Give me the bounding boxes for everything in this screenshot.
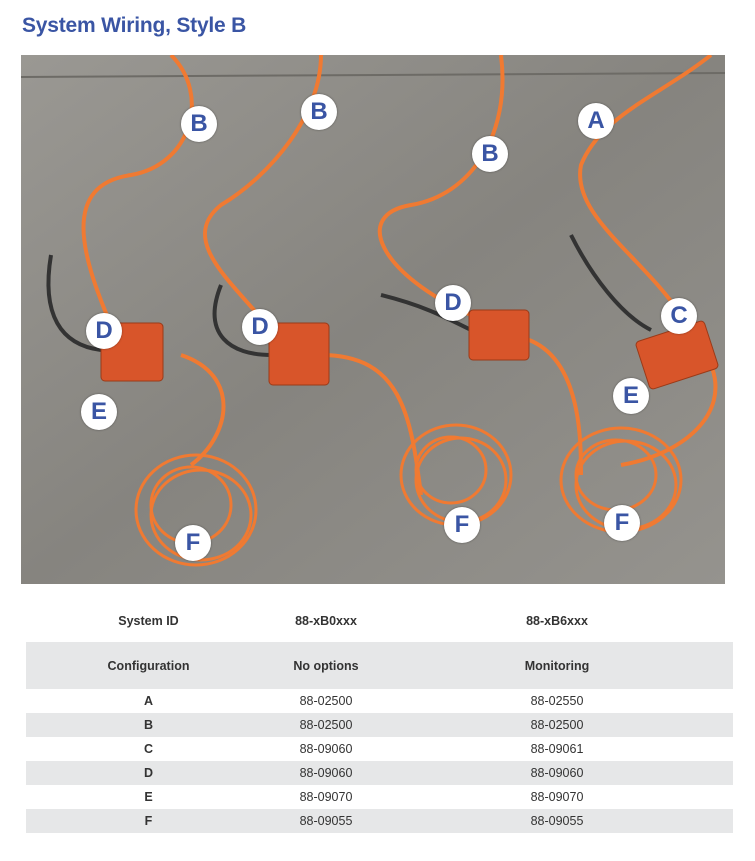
parts-table: System ID 88-xB0xxx 88-xB6xxx Configurat… xyxy=(26,600,733,833)
configuration-label: Configuration xyxy=(26,642,271,689)
callout-c: C xyxy=(661,298,697,334)
part-monitoring: 88-02500 xyxy=(381,713,733,737)
callout-b: B xyxy=(472,136,508,172)
callout-e: E xyxy=(613,378,649,414)
part-no-options: 88-02500 xyxy=(299,694,353,708)
table-row: B 88-02500 88-02500 xyxy=(26,713,733,737)
part-no-options: 88-09070 xyxy=(299,790,353,804)
system-id-b0: 88-xB0xxx xyxy=(295,614,357,628)
part-monitoring: 88-09061 xyxy=(530,742,584,756)
system-id-label: System ID xyxy=(118,614,179,628)
table-row: E 88-09070 88-09070 xyxy=(26,785,733,809)
table-row: C 88-09060 88-09061 xyxy=(26,737,733,761)
part-monitoring: 88-09070 xyxy=(530,790,584,804)
callout-b: B xyxy=(181,106,217,142)
page-title: System Wiring, Style B xyxy=(22,14,247,37)
part-letter: A xyxy=(143,694,154,708)
callout-b: B xyxy=(301,94,337,130)
system-id-b6: 88-xB6xxx xyxy=(526,614,588,628)
callout-e: E xyxy=(81,394,117,430)
part-no-options: 88-09055 xyxy=(271,809,381,833)
part-letter: B xyxy=(26,713,271,737)
configuration-monitoring: Monitoring xyxy=(381,642,733,689)
part-letter: C xyxy=(143,742,154,756)
callout-f: F xyxy=(604,505,640,541)
part-letter: D xyxy=(26,761,271,785)
part-no-options: 88-09060 xyxy=(299,742,353,756)
callout-f: F xyxy=(444,507,480,543)
configuration-row: Configuration No options Monitoring xyxy=(26,642,733,689)
callout-d: D xyxy=(435,285,471,321)
cable-illustration xyxy=(21,55,725,584)
system-id-row: System ID 88-xB0xxx 88-xB6xxx xyxy=(26,600,733,642)
configuration-no-options: No options xyxy=(271,642,381,689)
table-row: A 88-02500 88-02550 xyxy=(26,689,733,713)
wiring-photo: B B B A D D D C E E F F F xyxy=(21,55,725,584)
part-letter: F xyxy=(26,809,271,833)
table-row: F 88-09055 88-09055 xyxy=(26,809,733,833)
part-monitoring: 88-09060 xyxy=(381,761,733,785)
callout-f: F xyxy=(175,525,211,561)
part-no-options: 88-09060 xyxy=(271,761,381,785)
part-no-options: 88-02500 xyxy=(271,713,381,737)
callout-a: A xyxy=(578,103,614,139)
callout-d: D xyxy=(242,309,278,345)
part-monitoring: 88-02550 xyxy=(530,694,584,708)
part-letter: E xyxy=(144,790,153,804)
table-row: D 88-09060 88-09060 xyxy=(26,761,733,785)
callout-d: D xyxy=(86,313,122,349)
part-monitoring: 88-09055 xyxy=(381,809,733,833)
